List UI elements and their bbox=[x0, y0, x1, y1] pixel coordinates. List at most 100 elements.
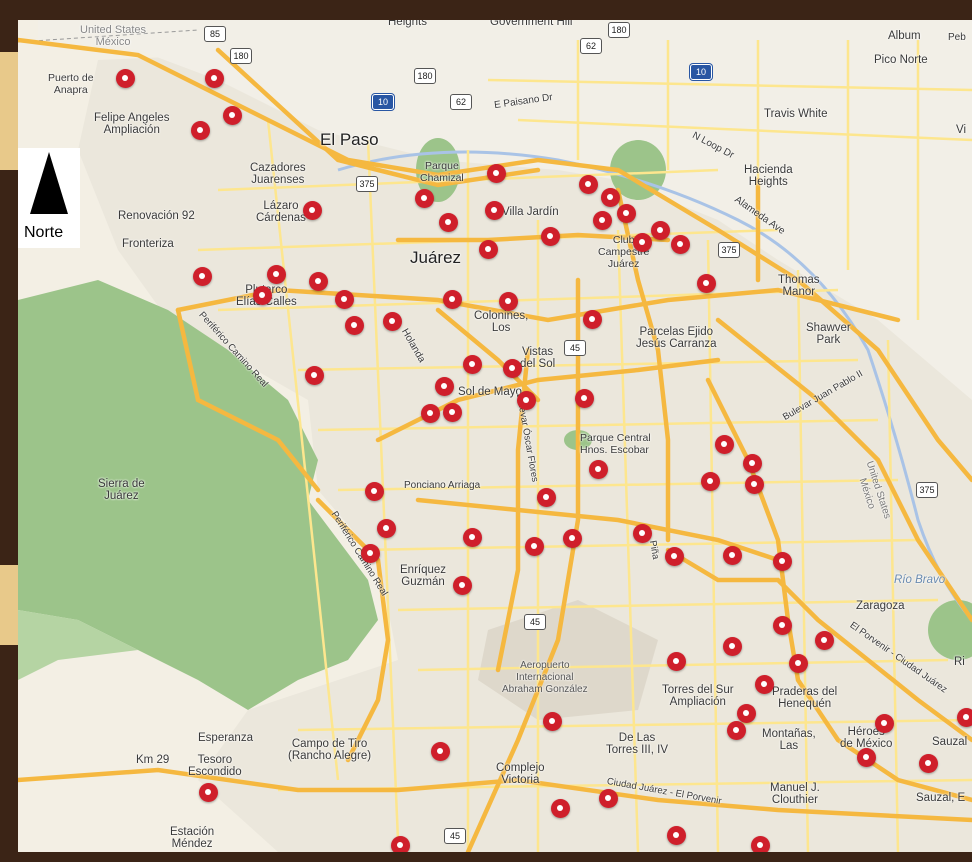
place-label: Travis White bbox=[764, 108, 828, 120]
location-marker-icon[interactable] bbox=[420, 403, 440, 423]
place-label: Esperanza bbox=[198, 732, 253, 744]
location-marker-icon[interactable] bbox=[434, 376, 454, 396]
location-marker-icon[interactable] bbox=[542, 711, 562, 731]
location-marker-icon[interactable] bbox=[918, 753, 938, 773]
location-marker-icon[interactable] bbox=[722, 545, 742, 565]
location-marker-icon[interactable] bbox=[266, 264, 286, 284]
location-marker-icon[interactable] bbox=[632, 523, 652, 543]
place-label: Manuel J. Clouthier bbox=[770, 782, 820, 806]
location-marker-icon[interactable] bbox=[486, 163, 506, 183]
location-marker-icon[interactable] bbox=[714, 434, 734, 454]
location-marker-icon[interactable] bbox=[562, 528, 582, 548]
location-marker-icon[interactable] bbox=[578, 174, 598, 194]
location-marker-icon[interactable] bbox=[252, 285, 272, 305]
location-marker-icon[interactable] bbox=[600, 187, 620, 207]
location-marker-icon[interactable] bbox=[115, 68, 135, 88]
place-label: Ri bbox=[954, 656, 965, 668]
location-marker-icon[interactable] bbox=[670, 234, 690, 254]
location-marker-icon[interactable] bbox=[750, 835, 770, 852]
location-marker-icon[interactable] bbox=[430, 741, 450, 761]
place-label: Lázaro Cárdenas bbox=[256, 200, 306, 224]
place-label: Km 29 bbox=[136, 754, 170, 766]
location-marker-icon[interactable] bbox=[462, 354, 482, 374]
location-marker-icon[interactable] bbox=[304, 365, 324, 385]
map-canvas[interactable]: United States México Heights Government … bbox=[18, 20, 972, 852]
location-marker-icon[interactable] bbox=[516, 390, 536, 410]
location-marker-icon[interactable] bbox=[198, 782, 218, 802]
location-marker-icon[interactable] bbox=[360, 543, 380, 563]
place-label: Praderas del Henequén bbox=[772, 686, 838, 710]
location-marker-icon[interactable] bbox=[308, 271, 328, 291]
place-label: Enríquez Guzmán bbox=[400, 564, 447, 588]
location-marker-icon[interactable] bbox=[582, 309, 602, 329]
location-marker-icon[interactable] bbox=[650, 220, 670, 240]
location-marker-icon[interactable] bbox=[438, 212, 458, 232]
location-marker-icon[interactable] bbox=[190, 120, 210, 140]
map-base-layer bbox=[18, 20, 972, 852]
place-label: Vistas del Sol bbox=[520, 346, 556, 370]
location-marker-icon[interactable] bbox=[772, 551, 792, 571]
location-marker-icon[interactable] bbox=[484, 200, 504, 220]
location-marker-icon[interactable] bbox=[664, 546, 684, 566]
location-marker-icon[interactable] bbox=[772, 615, 792, 635]
location-marker-icon[interactable] bbox=[498, 291, 518, 311]
location-marker-icon[interactable] bbox=[302, 200, 322, 220]
location-marker-icon[interactable] bbox=[524, 536, 544, 556]
location-marker-icon[interactable] bbox=[222, 105, 242, 125]
location-marker-icon[interactable] bbox=[344, 315, 364, 335]
location-marker-icon[interactable] bbox=[588, 459, 608, 479]
location-marker-icon[interactable] bbox=[574, 388, 594, 408]
location-marker-icon[interactable] bbox=[700, 471, 720, 491]
location-marker-icon[interactable] bbox=[874, 713, 894, 733]
location-marker-icon[interactable] bbox=[814, 630, 834, 650]
north-arrow-icon bbox=[30, 152, 68, 214]
location-marker-icon[interactable] bbox=[452, 575, 472, 595]
location-marker-icon[interactable] bbox=[364, 481, 384, 501]
location-marker-icon[interactable] bbox=[442, 402, 462, 422]
location-marker-icon[interactable] bbox=[788, 653, 808, 673]
location-marker-icon[interactable] bbox=[334, 289, 354, 309]
location-marker-icon[interactable] bbox=[742, 453, 762, 473]
place-label: Heights bbox=[388, 20, 427, 28]
place-label: Juárez bbox=[410, 248, 462, 267]
location-marker-icon[interactable] bbox=[414, 188, 434, 208]
place-label: Renovación 92 bbox=[118, 210, 195, 222]
location-marker-icon[interactable] bbox=[736, 703, 756, 723]
location-marker-icon[interactable] bbox=[754, 674, 774, 694]
highway-shield: 62 bbox=[450, 94, 472, 110]
location-marker-icon[interactable] bbox=[722, 636, 742, 656]
location-marker-icon[interactable] bbox=[616, 203, 636, 223]
highway-shield: 180 bbox=[608, 22, 630, 38]
location-marker-icon[interactable] bbox=[696, 273, 716, 293]
location-marker-icon[interactable] bbox=[536, 487, 556, 507]
location-marker-icon[interactable] bbox=[462, 527, 482, 547]
place-label: Album bbox=[888, 30, 921, 42]
location-marker-icon[interactable] bbox=[726, 720, 746, 740]
location-marker-icon[interactable] bbox=[956, 707, 972, 727]
location-marker-icon[interactable] bbox=[856, 747, 876, 767]
location-marker-icon[interactable] bbox=[390, 835, 410, 852]
location-marker-icon[interactable] bbox=[550, 798, 570, 818]
location-marker-icon[interactable] bbox=[666, 825, 686, 845]
location-marker-icon[interactable] bbox=[478, 239, 498, 259]
place-label: Parque Central Hnos. Escobar bbox=[580, 432, 651, 456]
location-marker-icon[interactable] bbox=[442, 289, 462, 309]
place-label: Villa Jardín bbox=[502, 206, 559, 218]
location-marker-icon[interactable] bbox=[666, 651, 686, 671]
location-marker-icon[interactable] bbox=[192, 266, 212, 286]
place-label: Fronteriza bbox=[122, 238, 174, 250]
highway-shield: 180 bbox=[230, 48, 252, 64]
highway-shield: 10 bbox=[372, 94, 394, 110]
location-marker-icon[interactable] bbox=[502, 358, 522, 378]
location-marker-icon[interactable] bbox=[592, 210, 612, 230]
location-marker-icon[interactable] bbox=[204, 68, 224, 88]
location-marker-icon[interactable] bbox=[376, 518, 396, 538]
location-marker-icon[interactable] bbox=[382, 311, 402, 331]
location-marker-icon[interactable] bbox=[598, 788, 618, 808]
location-marker-icon[interactable] bbox=[744, 474, 764, 494]
location-marker-icon[interactable] bbox=[632, 232, 652, 252]
place-label: Montañas, Las bbox=[762, 728, 816, 752]
place-label: Complejo Victoria bbox=[496, 762, 545, 786]
location-marker-icon[interactable] bbox=[540, 226, 560, 246]
